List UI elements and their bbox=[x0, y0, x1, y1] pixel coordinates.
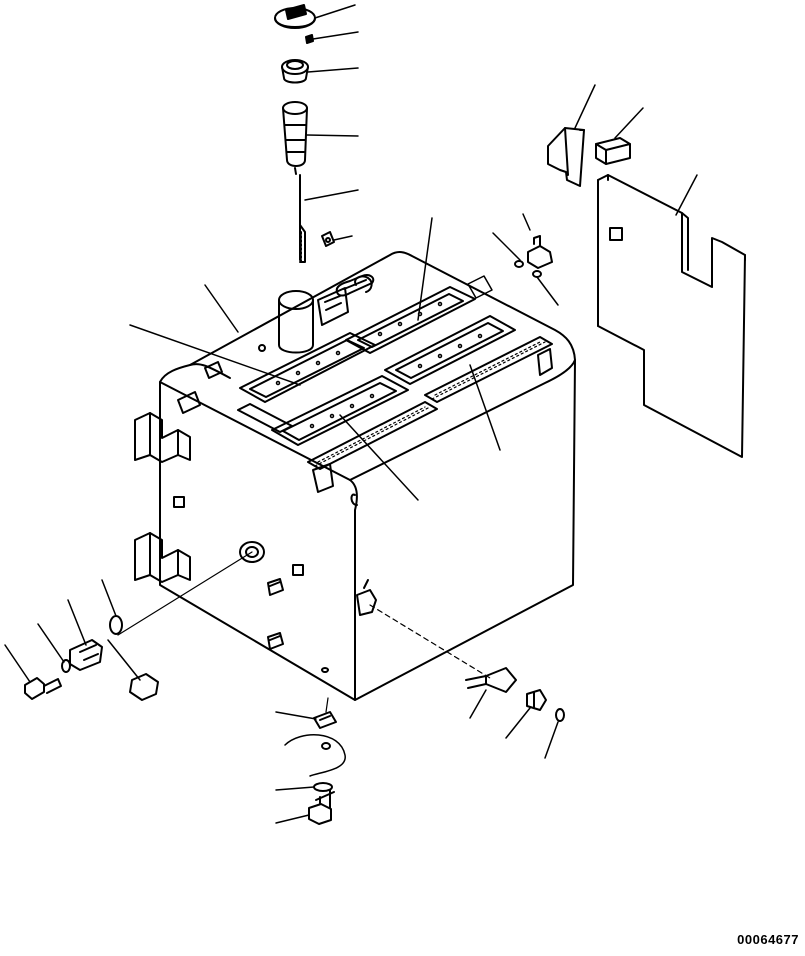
leader-plate-1 bbox=[130, 325, 300, 385]
leader-clamp bbox=[68, 600, 86, 645]
leader-bracket bbox=[575, 85, 595, 128]
left-bracket-lower bbox=[135, 533, 190, 582]
bracket-part bbox=[548, 128, 584, 186]
leader-washer-bottom bbox=[276, 787, 314, 790]
leader-gauge-rod bbox=[305, 190, 358, 200]
cover-plate-2 bbox=[346, 287, 475, 353]
drain-boss bbox=[357, 590, 376, 615]
gasket-callout bbox=[468, 276, 492, 298]
perforated-strip-3 bbox=[238, 404, 292, 432]
clip-upper-left bbox=[178, 392, 200, 413]
leader-gauge-clip bbox=[334, 236, 352, 240]
filler-neck bbox=[279, 300, 313, 353]
front-grommet-1 bbox=[268, 579, 283, 595]
leader-sensor-3 bbox=[537, 277, 558, 305]
tank-side-clamp bbox=[70, 640, 102, 670]
sensor-part bbox=[515, 236, 552, 277]
leader-bolt-bottom bbox=[276, 815, 309, 823]
bolt-part bbox=[25, 678, 334, 824]
drain-valve-part bbox=[130, 668, 546, 710]
leader-plate-3 bbox=[340, 415, 418, 500]
filler-cap-part bbox=[275, 5, 315, 28]
leader-valve-right bbox=[506, 708, 530, 738]
leader-oring-right bbox=[545, 722, 558, 758]
perforated-strip-2 bbox=[425, 337, 552, 402]
leader-bracket-bottom bbox=[276, 712, 316, 719]
assembly-lines-solid bbox=[118, 552, 328, 712]
leader-oring-left bbox=[102, 580, 116, 616]
leader-strainer-ring bbox=[308, 68, 358, 72]
gauge-clip-part bbox=[322, 232, 334, 246]
level-gauge-rod-part bbox=[300, 175, 305, 262]
strainer-ring-part bbox=[282, 60, 308, 83]
assembly-lines bbox=[370, 605, 490, 678]
strainer-part bbox=[283, 102, 307, 174]
leader-tank-top bbox=[205, 285, 238, 332]
cap-pin-part bbox=[306, 35, 313, 43]
leader-pad bbox=[615, 108, 643, 138]
leader-plate-2 bbox=[418, 218, 432, 320]
leader-insulation bbox=[676, 175, 697, 215]
tank-top-outline bbox=[160, 252, 575, 700]
cover-plate-3 bbox=[272, 376, 408, 445]
clip-rear-right bbox=[538, 349, 552, 375]
leader-washer-left bbox=[38, 624, 64, 662]
front-grommet-2 bbox=[268, 633, 283, 649]
leader-sensor-2 bbox=[523, 214, 530, 230]
bottom-bracket bbox=[285, 712, 345, 776]
left-bracket-upper bbox=[135, 413, 190, 462]
leader-cap-pin bbox=[313, 32, 358, 39]
tank-cover-plate-part bbox=[238, 287, 552, 469]
callout-leaders bbox=[5, 5, 697, 823]
front-port bbox=[240, 542, 264, 562]
slot-plate bbox=[337, 275, 374, 295]
leader-bolt-left bbox=[5, 645, 30, 682]
leader-filler-cap bbox=[315, 5, 355, 18]
drawing-id-label: 00064677 bbox=[737, 932, 799, 947]
leader-strainer bbox=[307, 135, 358, 136]
tank-top-edge bbox=[350, 360, 575, 480]
leader-sensor-1 bbox=[493, 233, 520, 260]
perforated-strip-1 bbox=[308, 402, 437, 469]
o-ring-part bbox=[110, 616, 564, 721]
insulation-pad-part bbox=[598, 175, 745, 457]
fuel-tank-part bbox=[135, 252, 575, 700]
washer-part bbox=[62, 660, 332, 791]
leader-drain-left bbox=[108, 640, 140, 680]
leader-plate-4 bbox=[470, 365, 500, 450]
cover-plate-4 bbox=[385, 316, 515, 384]
leader-drain-right bbox=[470, 690, 486, 718]
pad-part bbox=[596, 138, 630, 164]
